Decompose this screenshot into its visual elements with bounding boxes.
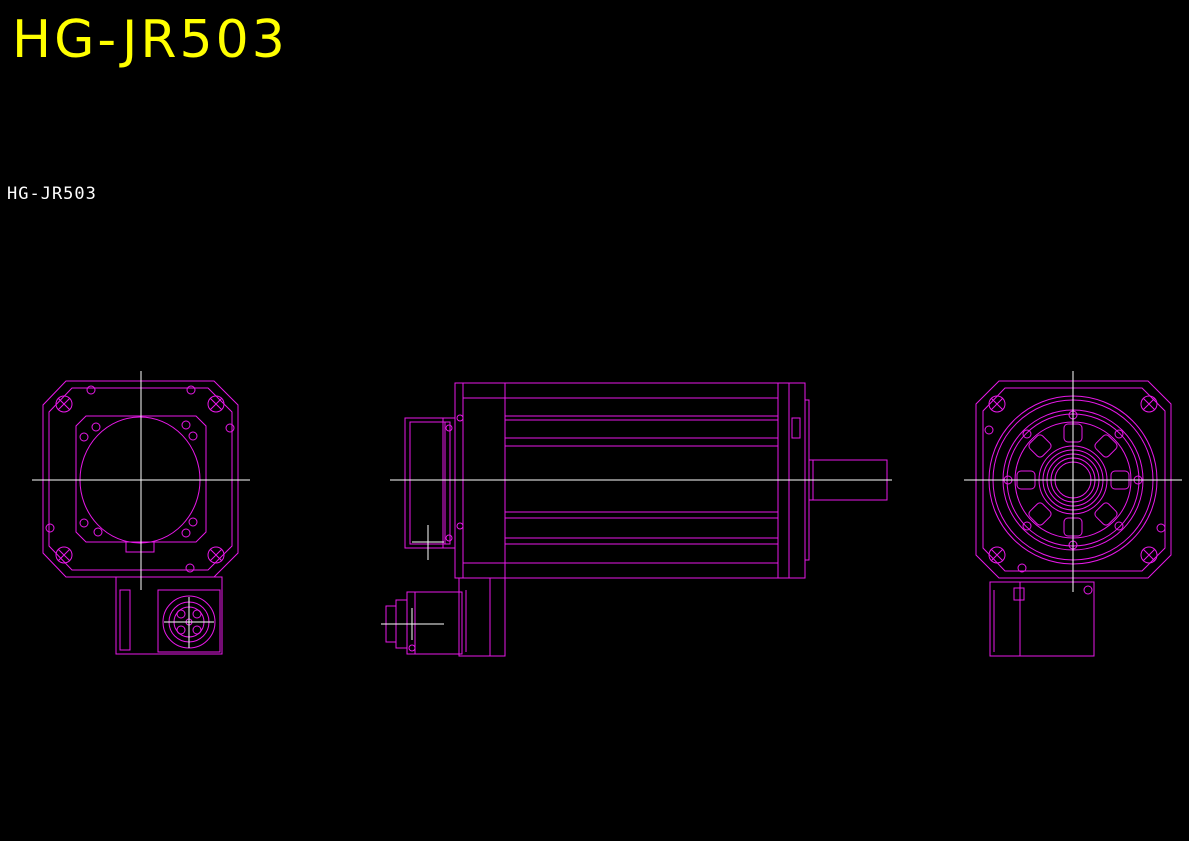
drawing-title: HG-JR503 [12, 10, 288, 70]
side-view [381, 382, 892, 657]
front-view [964, 371, 1182, 657]
model-label: HG-JR503 [7, 184, 97, 204]
rear-view [32, 371, 250, 655]
